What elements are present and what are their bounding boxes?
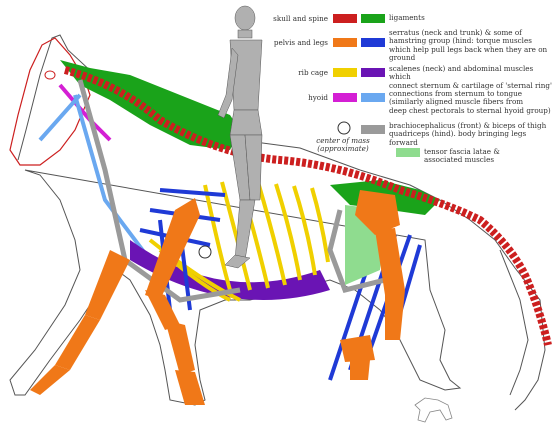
mini-horse-silhouette xyxy=(415,398,452,422)
sternal-muscle xyxy=(40,95,150,260)
swatch-fascia xyxy=(396,148,420,157)
legend-center-of-mass-icon xyxy=(338,122,350,134)
swatch-hyoid xyxy=(333,93,357,102)
legend-serratus: serratus (neck and trunk) & some of hams… xyxy=(389,29,552,63)
swatch-brachio xyxy=(361,125,385,134)
legend-center-of-mass: center of mass (approximate) xyxy=(312,137,374,154)
swatch-scalenes xyxy=(361,68,385,77)
swatch-serratus xyxy=(361,38,385,47)
center-of-mass-marker xyxy=(199,246,211,258)
swatch-rib-cage xyxy=(333,68,357,77)
legend-fascia: tensor fascia latae & associated muscles xyxy=(424,148,552,165)
swatch-pelvis-legs xyxy=(333,38,357,47)
swatch-skull-spine xyxy=(333,14,357,23)
legend-cat-hyoid: hyoid xyxy=(258,93,328,102)
legend-ligaments: ligaments xyxy=(389,14,425,22)
swatch-ligaments xyxy=(361,14,385,23)
legend-scalenes: scalenes (neck) and abdominal muscles wh… xyxy=(389,65,552,90)
legend-cat-skull-spine: skull and spine xyxy=(258,14,328,23)
legend-cat-pelvis-legs: pelvis and legs xyxy=(258,38,328,47)
legend-brachio: brachiocephalicus (front) & biceps of th… xyxy=(389,122,552,147)
legend-cat-rib-cage: rib cage xyxy=(258,68,328,77)
legend-sternal: connections from sternum to tongue (simi… xyxy=(389,90,552,115)
swatch-sternal xyxy=(361,93,385,102)
eye xyxy=(45,71,55,79)
